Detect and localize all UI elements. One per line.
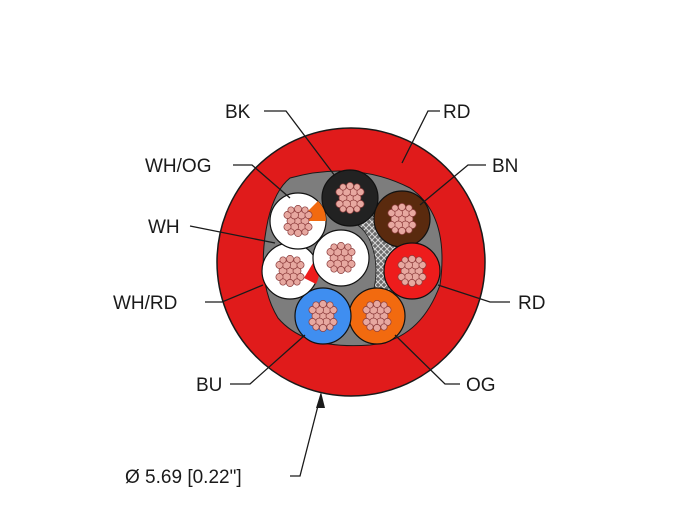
leader-rd-right (437, 284, 510, 303)
label-wh: WH (148, 217, 180, 238)
label-bu: BU (196, 375, 222, 396)
conductor-bn (373, 190, 431, 248)
label-og: OG (466, 375, 496, 396)
label-bn: BN (492, 156, 518, 177)
label-wh-og: WH/OG (145, 156, 212, 177)
conductor-og (348, 287, 406, 345)
label-rd-top: RD (443, 102, 470, 123)
leader-wh-og (233, 164, 291, 199)
leader-bu (230, 334, 306, 385)
conductor-bk (321, 169, 379, 227)
leader-bn (419, 164, 486, 206)
leader-og (394, 334, 460, 385)
leader-wh (189, 225, 276, 244)
conductor-wh (312, 229, 370, 287)
leader-rd-top (401, 110, 440, 164)
label-diameter: Ø 5.69 [0.22"] (125, 467, 242, 488)
conductor-wh-rd (261, 242, 320, 300)
label-wh-rd: WH/RD (113, 293, 177, 314)
leader-wh-rd (205, 284, 264, 303)
leader-diameter (290, 393, 322, 477)
label-rd-right: RD (518, 293, 545, 314)
diameter-arrowhead (316, 392, 325, 408)
conductor-wh-og (269, 192, 327, 250)
label-bk: BK (225, 102, 251, 123)
conductor-rd (383, 242, 441, 300)
conductor-bu (294, 287, 352, 345)
leader-bk (264, 110, 336, 177)
